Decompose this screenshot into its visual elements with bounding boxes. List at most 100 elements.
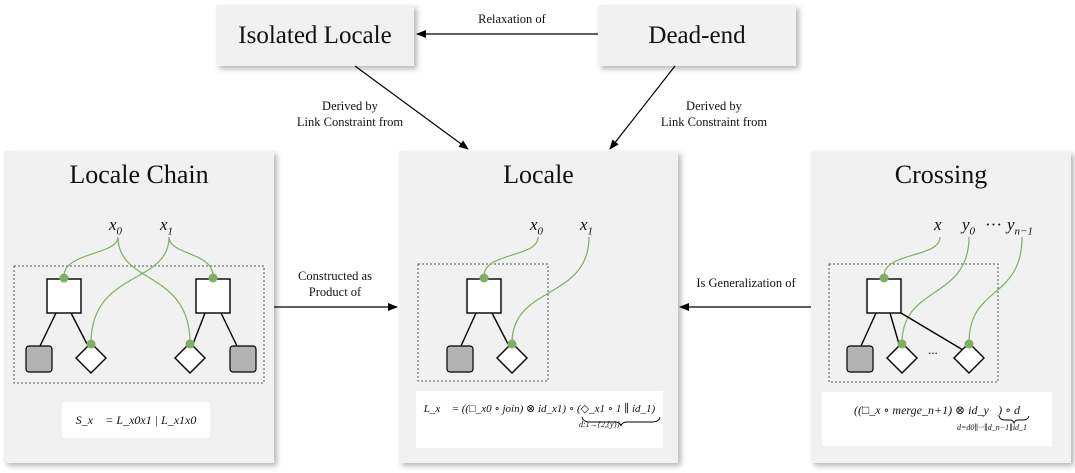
locale-gadget: [417, 236, 590, 382]
constructed-label: Constructed as Product of: [280, 268, 390, 300]
chain-square-left: [46, 278, 82, 314]
isolated-locale-node: Isolated Locale: [216, 5, 414, 66]
chain-edge: [39, 312, 57, 347]
chain-dashed-frame: [13, 265, 265, 384]
crossing-square: [866, 278, 902, 314]
locale-edge: [460, 312, 477, 347]
chain-port: [185, 339, 195, 349]
derived-left-arrow: [354, 65, 469, 150]
locale-x0-sub: 0: [537, 225, 544, 238]
crossing-wire: [968, 236, 1023, 344]
crossing-diamond-first: [886, 342, 918, 374]
crossing-y0-sub: 0: [969, 225, 976, 238]
locale-formula-under: d:1→{2,{y}}: [578, 420, 620, 429]
crossing-gray-square: [846, 345, 874, 373]
chain-port: [59, 273, 69, 283]
locale-edge: [491, 312, 509, 345]
crossing-dots-text: ···: [985, 215, 1002, 234]
constructed-line1: Constructed as: [298, 269, 372, 283]
chain-gray-square-left: [25, 345, 53, 373]
chain-x1: x1: [160, 215, 173, 237]
locale-title: Locale: [503, 160, 574, 189]
crossing-port: [897, 339, 907, 349]
crossing-diamond-dots: ...: [928, 342, 938, 358]
locale-dashed-frame: [417, 263, 549, 382]
chain-wire: [117, 236, 191, 344]
derived-right-line2: Link Constraint from: [660, 115, 768, 129]
derived-left-label: Derived by Link Constraint from: [284, 98, 416, 130]
locale-port: [507, 339, 517, 349]
locale-diamond: [496, 342, 528, 374]
crossing-port: [964, 339, 974, 349]
chain-diamond-left: [75, 342, 107, 374]
crossing-x: x: [934, 215, 942, 235]
isolated-locale-label: Isolated Locale: [238, 21, 392, 49]
crossing-yn: yn−1: [1007, 215, 1033, 237]
locale-x1-base: x: [580, 215, 588, 234]
locale-chain-title: Locale Chain: [69, 160, 209, 189]
dead-end-node: Dead-end: [598, 5, 796, 66]
crossing-yn-base: y: [1007, 215, 1015, 234]
crossing-formula-main: ((□_x ∘ merge_n+1) ⊗ id_y⃗) ∘ d: [853, 403, 1020, 417]
dead-end-label: Dead-end: [648, 21, 746, 49]
derived-left-line1: Derived by: [322, 99, 378, 113]
chain-x1-base: x: [160, 215, 168, 234]
locale-formula: L_x⃗ = ((□_x0 ∘ join) ⊗ id_x1) ∘ (◇_x1 ∘…: [416, 391, 663, 448]
crossing-x-base: x: [934, 215, 942, 234]
crossing-yn-sub: n−1: [1014, 225, 1033, 238]
chain-diamond-right: [174, 342, 206, 374]
locale-port: [479, 273, 489, 283]
crossing-title: Crossing: [894, 160, 988, 189]
locale-wire: [483, 236, 539, 277]
locale-chain-gadget: [13, 236, 265, 384]
crossing-y0: y0: [962, 215, 975, 237]
derived-left-line2: Link Constraint from: [296, 115, 404, 129]
derived-right-arrow: [609, 65, 676, 150]
crossing-formula: ((□_x ∘ merge_n+1) ⊗ id_y⃗) ∘ d d=d0∥···…: [822, 392, 1052, 446]
crossing-dashed-frame: [828, 263, 999, 383]
chain-port: [208, 273, 218, 283]
locale-wire: [511, 236, 590, 344]
crossing-diamond-dots-text: ...: [928, 342, 938, 357]
locale-square: [466, 278, 502, 314]
chain-edge: [192, 312, 206, 345]
crossing-diamond-last: [953, 342, 985, 374]
derived-right-line1: Derived by: [686, 99, 742, 113]
locale-x1: x1: [580, 215, 593, 237]
chain-wire: [90, 236, 170, 344]
locale-gray-square: [446, 345, 474, 373]
crossing-underbrace: [998, 415, 1030, 425]
locale-x1-sub: 1: [587, 225, 594, 238]
crossing-port: [879, 273, 889, 283]
crossing-y0-base: y: [962, 215, 970, 234]
crossing-edge: [860, 312, 877, 347]
chain-x0-base: x: [109, 215, 117, 234]
chain-x0-sub: 0: [116, 225, 123, 238]
locale-x0: x0: [530, 215, 543, 237]
chain-wire: [168, 236, 214, 277]
crossing-edge: [889, 312, 900, 345]
crossing-wire: [901, 236, 970, 344]
chain-formula: S_x⃗ = L_x0x1 | L_x1x0: [62, 402, 210, 438]
chain-square-right: [195, 278, 231, 314]
chain-wire: [63, 236, 119, 277]
chain-x1-sub: 1: [167, 225, 174, 238]
locale-formula-main: L_x⃗ = ((□_x0 ∘ join) ⊗ id_x1) ∘ (◇_x1 ∘…: [423, 403, 656, 415]
chain-edge: [220, 312, 238, 347]
crossing-edge: [900, 312, 964, 351]
crossing-dots: ···: [985, 215, 1002, 235]
locale-underbrace: [581, 416, 661, 427]
chain-port: [86, 339, 96, 349]
constructed-line2: Product of: [308, 285, 362, 299]
chain-gray-square-right: [229, 345, 257, 373]
crossing-wire: [883, 236, 941, 277]
derived-right-label: Derived by Link Constraint from: [648, 98, 780, 130]
chain-x0: x0: [109, 215, 122, 237]
locale-x0-base: x: [530, 215, 538, 234]
chain-edge: [70, 312, 88, 345]
generalization-label: Is Generalization of: [696, 276, 796, 290]
crossing-formula-under: d=d0∥···∥d_n−1∥id_1: [956, 423, 1028, 432]
relaxation-label: Relaxation of: [478, 12, 546, 26]
crossing-gadget: [828, 236, 1023, 383]
